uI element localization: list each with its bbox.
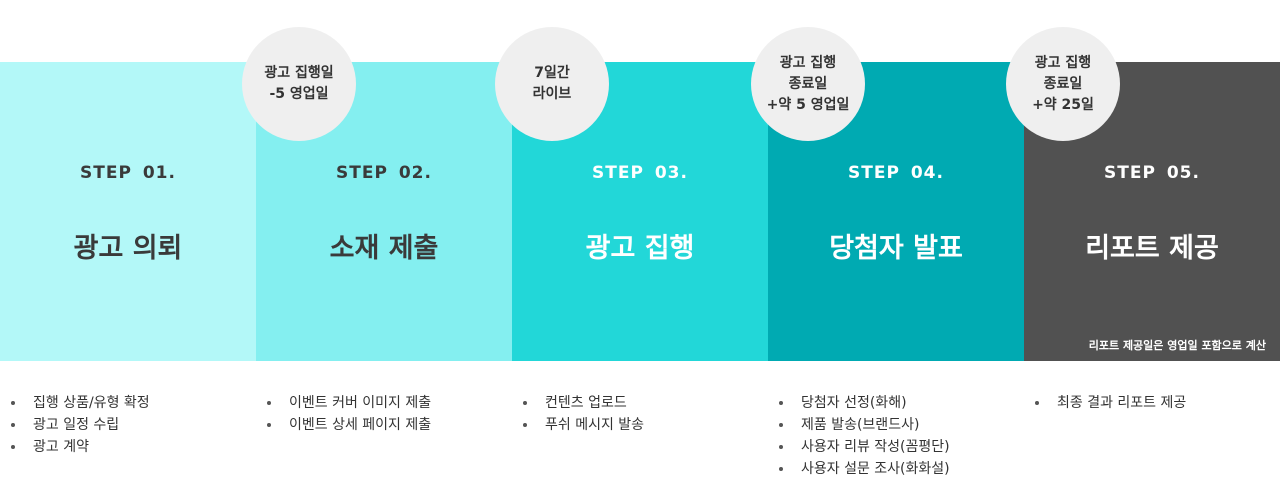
list-item-text: 사용자 설문 조사(화화설) bbox=[801, 461, 950, 477]
step-label: STEP 04. bbox=[848, 163, 944, 183]
bullet-icon bbox=[11, 423, 15, 427]
timing-badge-2: 7일간 라이브 bbox=[495, 27, 609, 141]
step-panel-2: STEP 02. 소재 제출 bbox=[256, 62, 512, 361]
list-item: 집행 상품/유형 확정 bbox=[0, 392, 150, 414]
step-title: 소재 제출 bbox=[329, 233, 439, 264]
step-panel-1: STEP 01. 광고 의뢰 bbox=[0, 62, 256, 361]
step-label: STEP 02. bbox=[336, 163, 432, 183]
bullet-icon bbox=[11, 445, 15, 449]
bullet-icon bbox=[779, 445, 783, 449]
step-label: STEP 01. bbox=[80, 163, 176, 183]
list-item-text: 사용자 리뷰 작성(꼼평단) bbox=[801, 439, 950, 455]
list-item-text: 이벤트 상세 페이지 제출 bbox=[289, 417, 432, 433]
list-item-text: 집행 상품/유형 확정 bbox=[33, 395, 150, 411]
bullet-icon bbox=[779, 467, 783, 471]
step-footnote: 리포트 제공일은 영업일 포함으로 계산 bbox=[1088, 339, 1266, 352]
step-title: 광고 집행 bbox=[585, 233, 695, 264]
list-item-text: 이벤트 커버 이미지 제출 bbox=[289, 395, 432, 411]
step-title: 리포트 제공 bbox=[1085, 233, 1219, 264]
step-label: STEP 03. bbox=[592, 163, 688, 183]
badge-text: 광고 집행 종료일 +약 25일 bbox=[1032, 54, 1094, 113]
list-item: 이벤트 커버 이미지 제출 bbox=[256, 392, 431, 414]
list-item-text: 최종 결과 리포트 제공 bbox=[1057, 395, 1187, 411]
bullet-icon bbox=[267, 401, 271, 405]
step-3-task-list: 컨텐츠 업로드 푸쉬 메시지 발송 bbox=[512, 392, 644, 436]
step-1-task-list: 집행 상품/유형 확정 광고 일정 수립 광고 계약 bbox=[0, 392, 150, 458]
list-item: 사용자 설문 조사(화화설) bbox=[768, 458, 950, 480]
bullet-icon bbox=[11, 401, 15, 405]
list-item-text: 제품 발송(브랜드사) bbox=[801, 417, 920, 433]
badge-text: 7일간 라이브 bbox=[532, 65, 572, 102]
bullet-icon bbox=[1035, 401, 1039, 405]
list-item: 이벤트 상세 페이지 제출 bbox=[256, 414, 431, 436]
list-item: 당첨자 선정(화해) bbox=[768, 392, 950, 414]
badge-text: 광고 집행 종료일 +약 5 영업일 bbox=[766, 54, 850, 113]
timing-badge-4: 광고 집행 종료일 +약 25일 bbox=[1006, 27, 1120, 141]
list-item-text: 당첨자 선정(화해) bbox=[801, 395, 907, 411]
list-item: 제품 발송(브랜드사) bbox=[768, 414, 950, 436]
step-4-task-list: 당첨자 선정(화해) 제품 발송(브랜드사) 사용자 리뷰 작성(꼼평단) 사용… bbox=[768, 392, 950, 480]
list-item: 사용자 리뷰 작성(꼼평단) bbox=[768, 436, 950, 458]
bullet-icon bbox=[267, 423, 271, 427]
list-item: 푸쉬 메시지 발송 bbox=[512, 414, 644, 436]
step-title: 광고 의뢰 bbox=[73, 233, 183, 264]
list-item: 광고 일정 수립 bbox=[0, 414, 150, 436]
list-item-text: 컨텐츠 업로드 bbox=[545, 395, 627, 411]
bullet-icon bbox=[779, 401, 783, 405]
timing-badge-1: 광고 집행일 -5 영업일 bbox=[242, 27, 356, 141]
list-item-text: 광고 계약 bbox=[33, 439, 89, 455]
step-label: STEP 05. bbox=[1104, 163, 1200, 183]
timing-badge-3: 광고 집행 종료일 +약 5 영업일 bbox=[751, 27, 865, 141]
step-5-task-list: 최종 결과 리포트 제공 bbox=[1024, 392, 1186, 414]
list-item: 컨텐츠 업로드 bbox=[512, 392, 644, 414]
list-item-text: 광고 일정 수립 bbox=[33, 417, 120, 433]
list-item: 광고 계약 bbox=[0, 436, 150, 458]
list-item: 최종 결과 리포트 제공 bbox=[1024, 392, 1186, 414]
list-item-text: 푸쉬 메시지 발송 bbox=[545, 417, 645, 433]
step-title: 당첨자 발표 bbox=[829, 233, 963, 264]
step-2-task-list: 이벤트 커버 이미지 제출 이벤트 상세 페이지 제출 bbox=[256, 392, 431, 436]
bullet-icon bbox=[779, 423, 783, 427]
bullet-icon bbox=[523, 423, 527, 427]
bullet-icon bbox=[523, 401, 527, 405]
badge-text: 광고 집행일 -5 영업일 bbox=[264, 65, 334, 102]
